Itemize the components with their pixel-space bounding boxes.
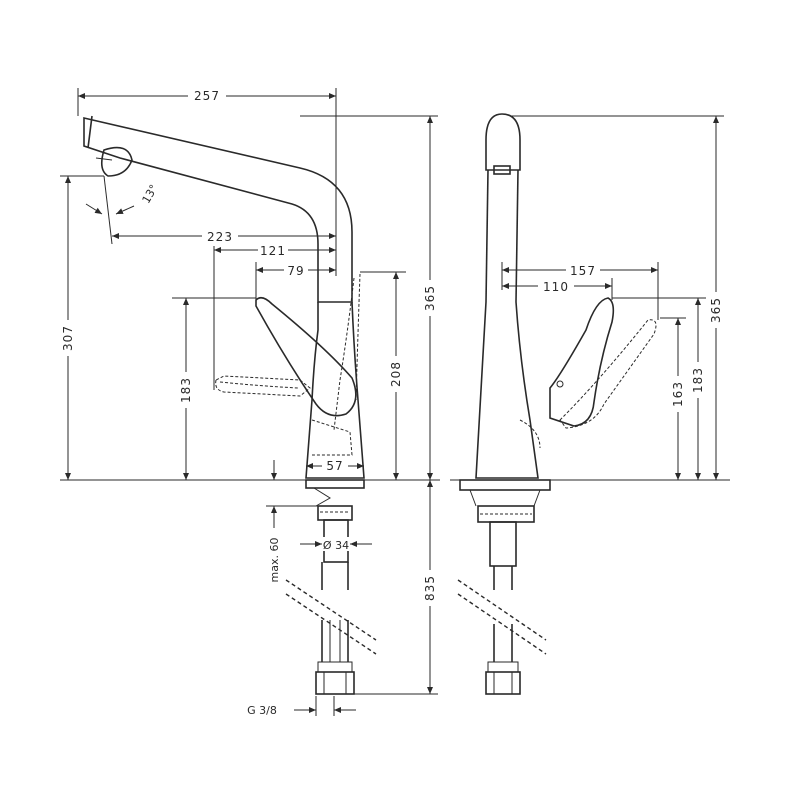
dim-label-257: 257 [194, 89, 220, 103]
connection-nut [315, 671, 355, 695]
side-body [475, 301, 539, 479]
front-dimensions: 257 13° 223 121 79 307 183 208 [60, 88, 438, 717]
side-break-hatch-1 [457, 579, 547, 641]
side-aerator-icon [493, 165, 511, 175]
dim-223-bg [202, 228, 238, 242]
side-threaded-shank [489, 521, 517, 567]
break-hatch-1 [285, 579, 377, 641]
side-break-hatch-2 [457, 593, 547, 655]
aerator-icon [100, 146, 133, 177]
dim-label-307: 307 [61, 325, 75, 351]
dim-835-bg [422, 570, 438, 606]
dim-34-bg [322, 537, 350, 551]
dim-307-bg [60, 320, 76, 356]
spout-tip-line [87, 115, 93, 149]
angle-arrow-right [115, 205, 135, 215]
dim-label-diameter-34: Ø 34 [323, 539, 349, 552]
lever-open-position [215, 375, 311, 397]
side-hose-crimp [487, 661, 519, 673]
dim-label-835: 835 [423, 575, 437, 601]
side-base-bevel-left [469, 489, 477, 507]
side-connection-nut [485, 671, 521, 695]
fixing-bracket [313, 487, 331, 507]
dim-label-57: 57 [326, 459, 343, 473]
dim-57-bg [322, 458, 348, 472]
dim-label-g38: G 3/8 [247, 704, 277, 717]
dim-label-223: 223 [207, 230, 233, 244]
lever-open-inner [219, 381, 299, 389]
column-left [485, 169, 489, 303]
dim-label-13-deg: 13° [140, 182, 161, 205]
side-lever-handle [549, 297, 615, 427]
side-view [450, 113, 730, 695]
shank-nut [317, 505, 353, 521]
spray-axis [103, 175, 113, 245]
spout-head [485, 113, 521, 171]
base-plate [305, 479, 365, 489]
front-view [60, 115, 440, 695]
aerator-detail [95, 157, 113, 161]
side-base-plate [459, 479, 551, 491]
body-lower-dashed [311, 419, 353, 456]
dim-257-bg [188, 88, 226, 102]
dim-label-365-front: 365 [423, 285, 437, 311]
body-rotation-outline [333, 277, 355, 431]
dim-208-bg [388, 356, 404, 392]
dim-label-157: 157 [570, 264, 596, 278]
dim-label-110: 110 [543, 280, 569, 294]
dim-label-max-60: max. 60 [268, 538, 281, 583]
faucet-body [305, 301, 365, 479]
dim-label-183-front: 183 [179, 377, 193, 403]
dim-183-front-bg [178, 372, 194, 408]
dim-label-163: 163 [671, 381, 685, 407]
hose-crimp [317, 661, 353, 673]
dim-label-208: 208 [389, 361, 403, 387]
body-rotation-outline-2 [355, 273, 361, 401]
dim-label-121: 121 [260, 244, 286, 258]
dim-79-bg [284, 262, 308, 276]
angle-arrow-left [85, 203, 103, 215]
lever-pivot-icon [556, 380, 564, 388]
side-dimensions: 157 110 365 183 163 [501, 115, 724, 480]
lever-handle [255, 296, 357, 417]
dim-110-bg [538, 278, 574, 292]
dim-label-79: 79 [287, 264, 304, 278]
dim-label-365-side: 365 [709, 297, 723, 323]
dim-183-side-bg [690, 362, 706, 398]
side-lever-open-position [559, 319, 657, 429]
break-hatch-2 [285, 593, 377, 655]
column-right [515, 169, 519, 303]
dim-365-front-bg [422, 280, 438, 316]
dim-121-bg [258, 242, 288, 256]
spout-outline [83, 116, 353, 303]
dim-label-183-side: 183 [691, 367, 705, 393]
dim-163-bg [670, 376, 686, 412]
dim-157-bg [566, 262, 600, 276]
side-base-bevel-right [533, 489, 541, 507]
dim-365-side-bg [708, 292, 724, 328]
